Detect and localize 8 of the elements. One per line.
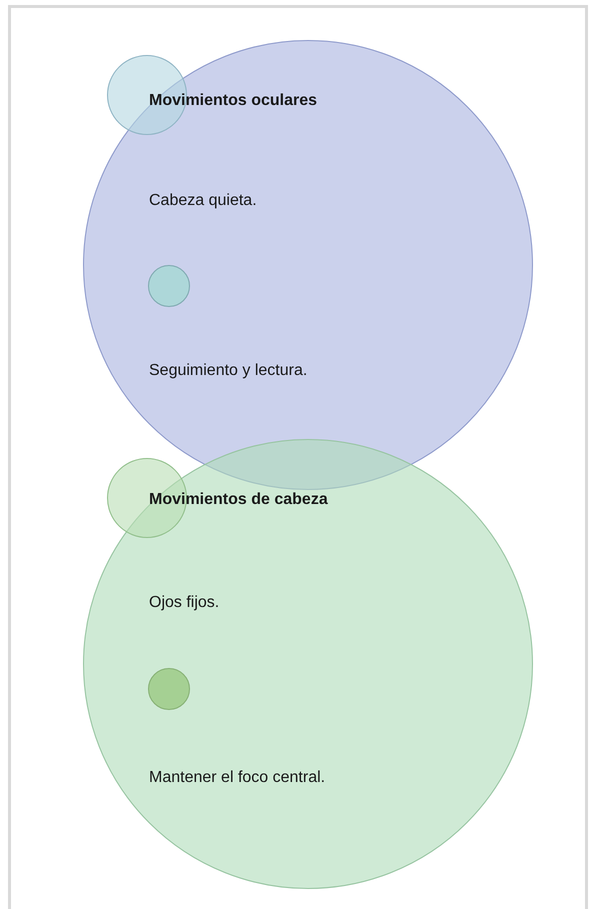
bullet-circle [148,668,190,710]
bullet-text: Ojos fijos. [149,593,220,613]
circle-heading: Movimientos oculares [149,91,318,111]
bullet-text: Seguimiento y lectura. [149,361,308,381]
bullet-text: Cabeza quieta. [149,191,257,211]
bullet-text: Mantener el foco central. [149,768,326,788]
bullet-circle [148,265,190,307]
circle-heading: Movimientos de cabeza [149,490,328,510]
